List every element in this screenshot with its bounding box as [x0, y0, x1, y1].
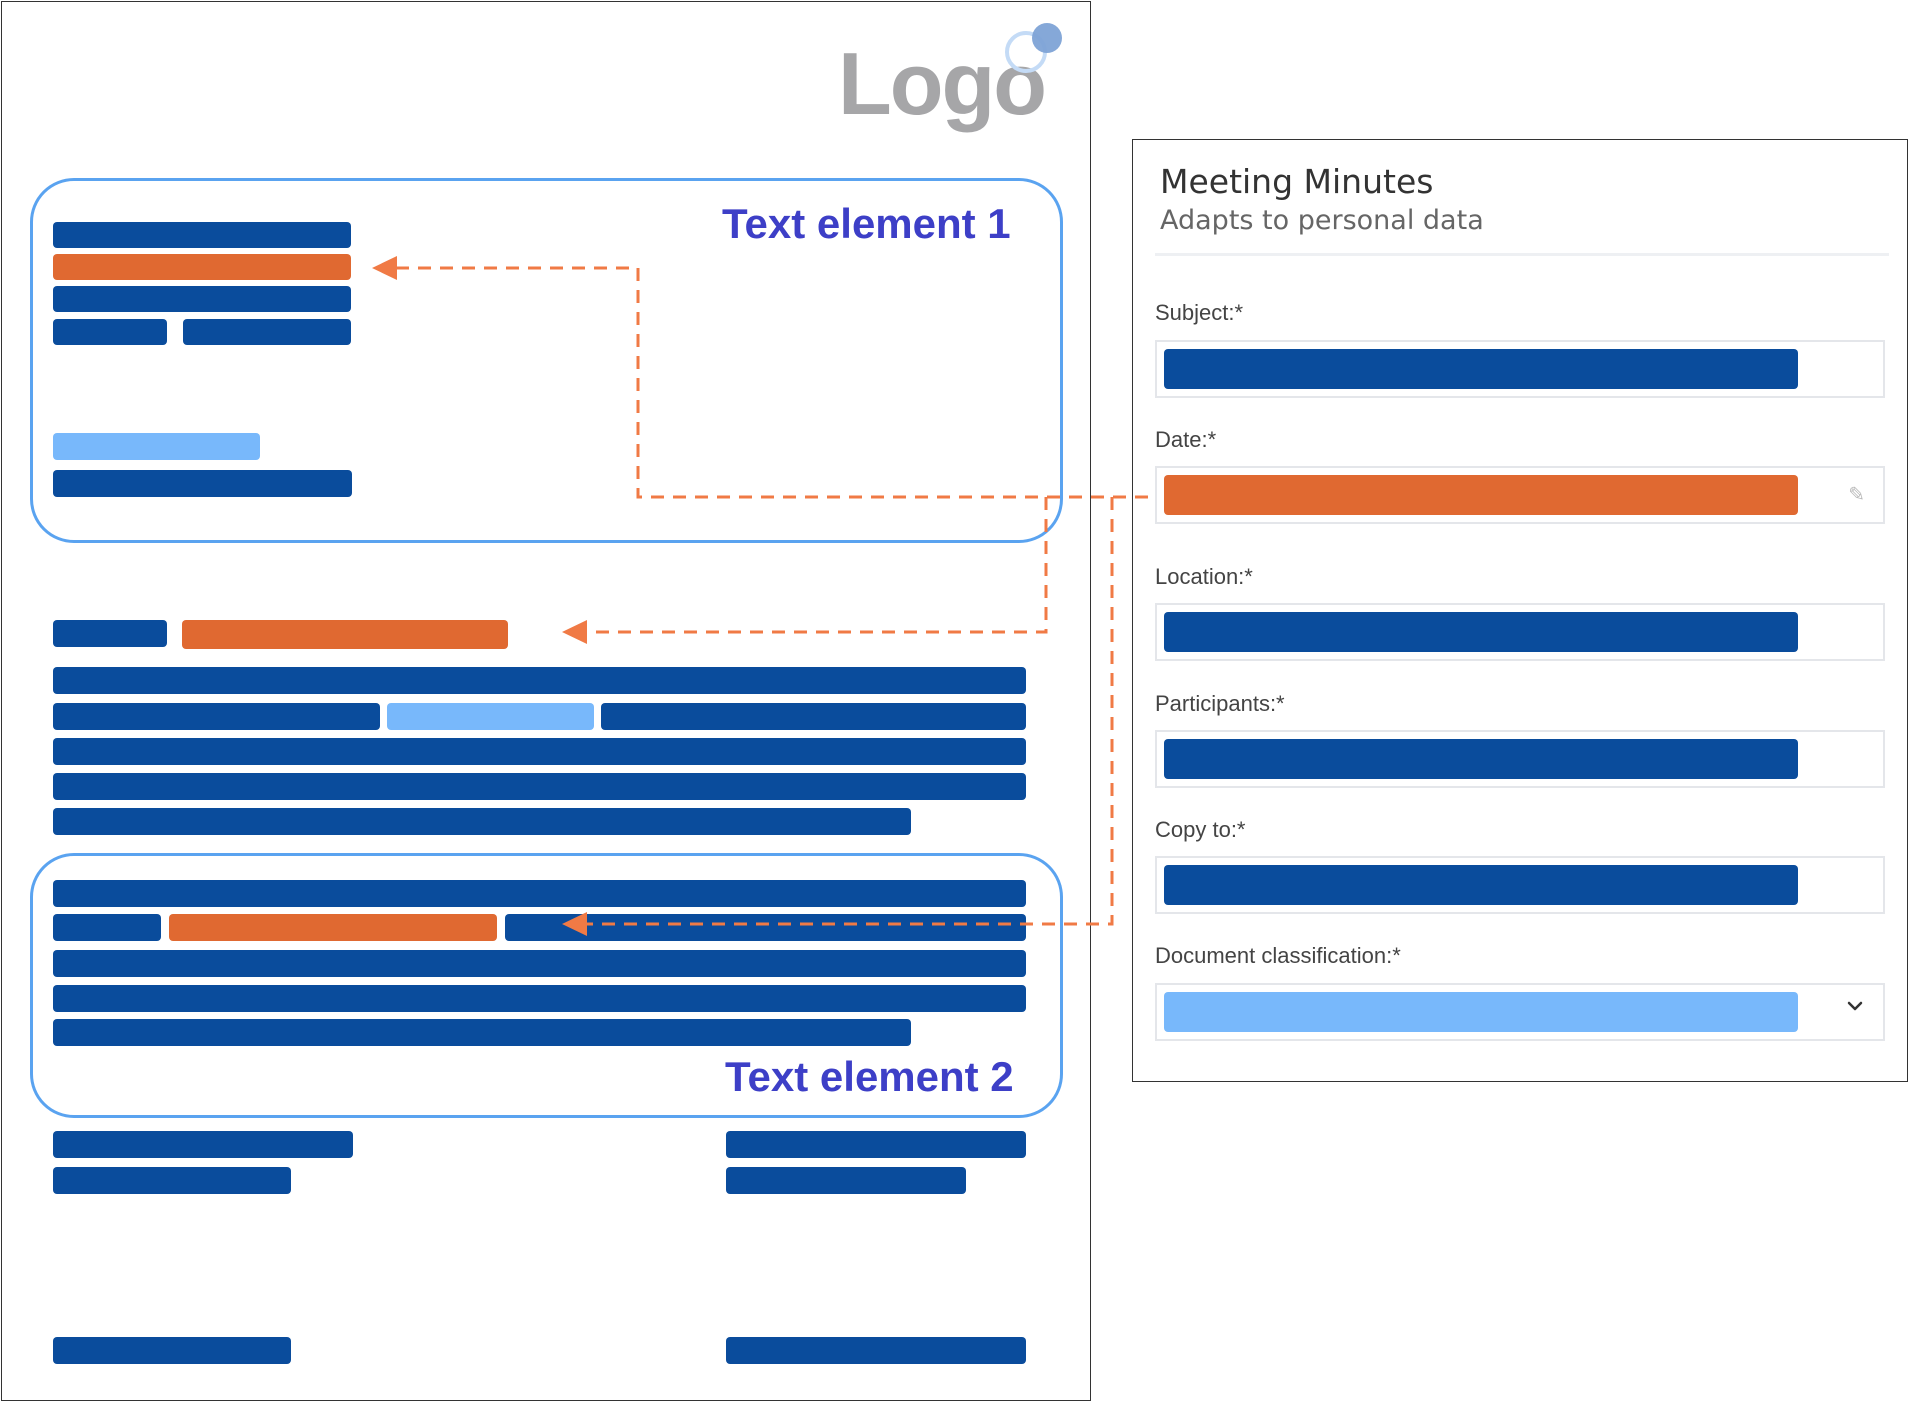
- participants-field[interactable]: [1155, 730, 1885, 788]
- subject-field[interactable]: [1155, 340, 1885, 398]
- arrowhead: [372, 256, 397, 280]
- form-divider: [1155, 253, 1889, 256]
- placeholder-bar-date: [182, 620, 508, 649]
- form-subtitle: Adapts to personal data: [1160, 205, 1484, 236]
- copy-to-label: Copy to:*: [1155, 817, 1246, 842]
- date-label: Date:*: [1155, 427, 1217, 452]
- placeholder-bar: [726, 1131, 1026, 1158]
- placeholder-bar: [601, 703, 1026, 730]
- placeholder-bar-classification: [53, 433, 260, 460]
- text-element-1-label: Text element 1: [722, 200, 1011, 247]
- placeholder-bar: [53, 319, 167, 345]
- text-element-2-region: [30, 853, 1063, 1118]
- arrowhead: [562, 912, 587, 936]
- placeholder-bar: [53, 620, 167, 647]
- placeholder-bar-classification: [387, 703, 594, 730]
- meeting-minutes-form: Meeting Minutes Adapts to personal data …: [1132, 139, 1908, 1082]
- classification-label: Document classification:*: [1155, 943, 1401, 968]
- participants-label: Participants:*: [1155, 691, 1285, 716]
- pencil-icon[interactable]: ✎: [1848, 484, 1865, 506]
- placeholder-bar: [53, 703, 380, 730]
- placeholder-bar: [53, 950, 1026, 977]
- form-title: Meeting Minutes: [1160, 162, 1434, 201]
- classification-select[interactable]: [1155, 983, 1885, 1041]
- placeholder-bar-date: [169, 914, 497, 941]
- participants-value: [1164, 739, 1798, 779]
- connector-line-date-to-region-2: [582, 497, 1114, 926]
- location-field[interactable]: [1155, 603, 1885, 661]
- logo-dot-icon: [1032, 23, 1062, 53]
- placeholder-bar: [53, 773, 1026, 800]
- placeholder-bar: [183, 319, 351, 345]
- placeholder-bar: [53, 1019, 911, 1046]
- placeholder-bar: [53, 1167, 291, 1194]
- location-value: [1164, 612, 1798, 652]
- text-element-1-region: [30, 178, 1063, 543]
- placeholder-bar: [53, 222, 351, 248]
- placeholder-bar: [53, 880, 1026, 907]
- subject-value: [1164, 349, 1798, 389]
- connector-line-date-to-header: [392, 266, 1148, 499]
- placeholder-bar-date: [53, 254, 351, 280]
- placeholder-bar: [53, 914, 161, 941]
- arrowhead: [562, 620, 587, 644]
- placeholder-bar: [505, 914, 1026, 941]
- placeholder-bar: [53, 808, 911, 835]
- placeholder-bar: [726, 1337, 1026, 1364]
- text-element-2-label: Text element 2: [725, 1053, 1014, 1100]
- placeholder-bar: [726, 1167, 966, 1194]
- connector-line-date-to-middle: [582, 497, 1048, 634]
- placeholder-bar: [53, 286, 351, 312]
- date-field[interactable]: ✎: [1155, 466, 1885, 524]
- placeholder-bar: [53, 1131, 353, 1158]
- copy-to-field[interactable]: [1155, 856, 1885, 914]
- placeholder-bar: [53, 985, 1026, 1012]
- chevron-down-icon[interactable]: [1845, 995, 1865, 1023]
- placeholder-bar: [53, 470, 352, 497]
- location-label: Location:*: [1155, 564, 1253, 589]
- placeholder-bar: [53, 1337, 291, 1364]
- date-value: [1164, 475, 1798, 515]
- placeholder-bar: [53, 738, 1026, 765]
- placeholder-bar: [53, 667, 1026, 694]
- classification-value: [1164, 992, 1798, 1032]
- subject-label: Subject:*: [1155, 300, 1244, 325]
- copy-to-value: [1164, 865, 1798, 905]
